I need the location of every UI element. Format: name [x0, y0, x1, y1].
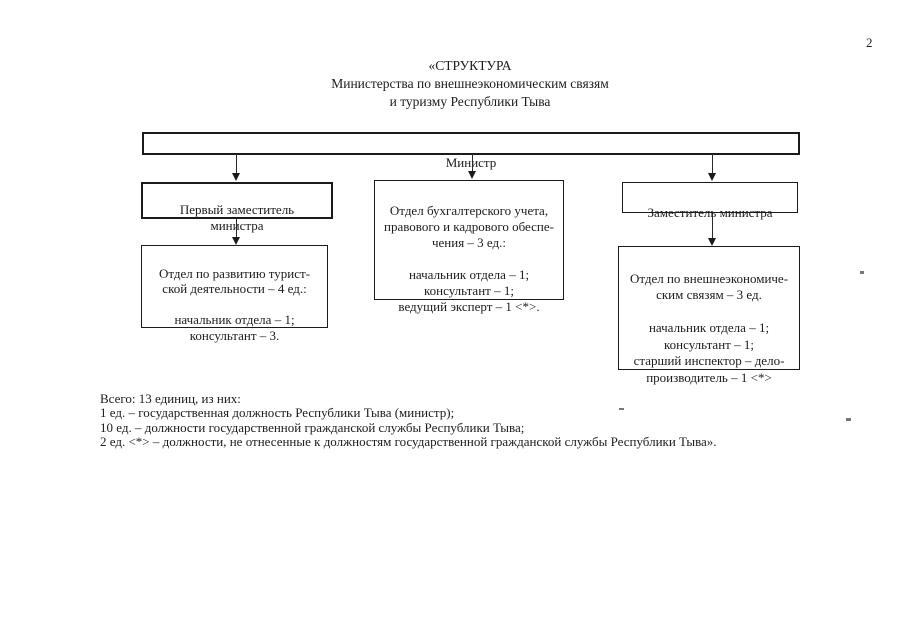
title-line-3: и туризму Республики Тыва	[389, 94, 551, 109]
notes-line-total: Всего: 13 единиц, из них:	[100, 391, 241, 406]
connector-minister-to-first-deputy	[236, 154, 237, 173]
scan-artifact	[619, 408, 624, 410]
connector-first-deputy-to-tourism	[236, 219, 237, 237]
scan-artifact	[860, 271, 864, 274]
notes-line-state-post: 1 ед. – государственная должность Респуб…	[100, 405, 455, 421]
org-box-first-deputy-label: Первый заместитель министра	[179, 201, 295, 234]
org-box-minister: Министр	[142, 132, 800, 170]
notes-line-civil-service: 10 ед. – должности государственной гражд…	[100, 419, 525, 435]
org-box-foreign-label: Отдел по внешнеэкономиче- ским связям – …	[629, 270, 789, 385]
arrow-down-icon	[708, 173, 716, 181]
org-box-deputy-label: Заместитель министра	[647, 204, 773, 220]
org-box-deputy-minister: Заместитель министра	[622, 182, 798, 220]
arrow-down-icon	[708, 238, 716, 246]
document-title: «СТРУКТУРА Министерства по внешнеэкономи…	[140, 57, 800, 111]
arrow-down-icon	[232, 173, 240, 181]
org-box-tourism-development-dept: Отдел по развитию турист- ской деятельно…	[141, 245, 328, 343]
org-box-first-deputy-minister: Первый заместитель министра	[141, 182, 333, 233]
org-box-foreign-economic-dept: Отдел по внешнеэкономиче- ским связям – …	[618, 246, 800, 385]
notes-line-non-civil-service: 2 ед. <*> – должности, не отнесенные к д…	[100, 434, 717, 450]
title-line-1: «СТРУКТУРА	[428, 58, 512, 73]
arrow-down-icon	[468, 171, 476, 179]
connector-minister-to-deputy	[712, 154, 713, 173]
org-box-accounting-label: Отдел бухгалтерского учета, правового и …	[384, 203, 554, 314]
org-box-accounting-legal-hr-dept: Отдел бухгалтерского учета, правового и …	[374, 180, 564, 314]
scan-artifact	[846, 418, 851, 421]
summary-notes: Всего: 13 единиц, из них: 1 ед. – госуда…	[100, 391, 820, 450]
title-line-2: Министерства по внешнеэкономическим связ…	[331, 76, 609, 91]
connector-minister-to-accounting	[472, 154, 473, 171]
connector-deputy-to-foreign	[712, 213, 713, 238]
org-box-minister-label: Министр	[445, 155, 497, 170]
page-number: 2	[866, 35, 873, 50]
org-box-tourism-label: Отдел по развитию турист- ской деятельно…	[158, 265, 311, 343]
arrow-down-icon	[232, 237, 240, 245]
